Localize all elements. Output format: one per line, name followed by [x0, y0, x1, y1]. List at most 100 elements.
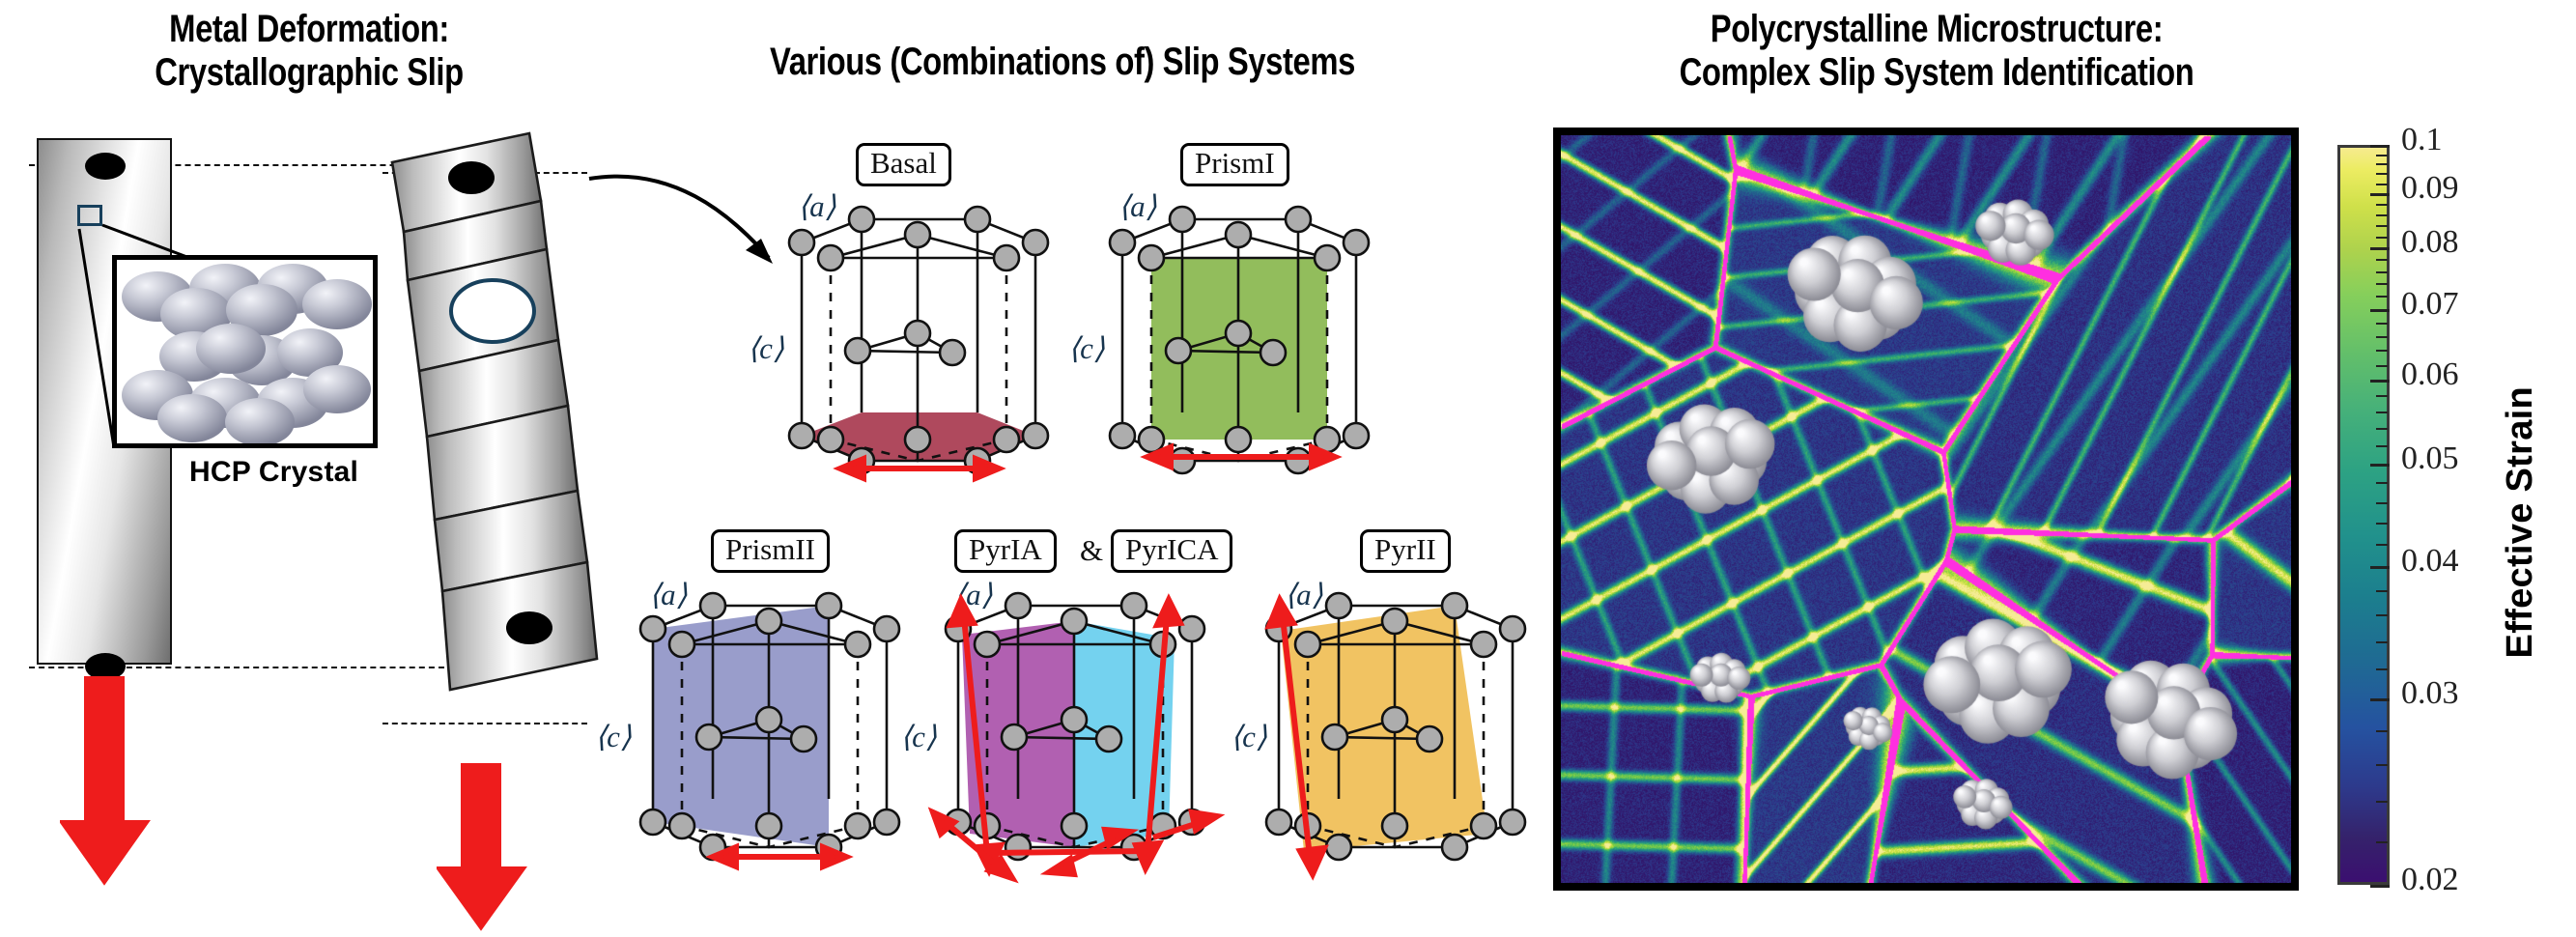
colorbar-tick-label: 0.02 [2401, 862, 2459, 897]
colorbar-minor-tick [2376, 350, 2388, 353]
colorbar-gradient [2337, 145, 2390, 885]
burgers-arrow-pyrII [1264, 593, 1329, 881]
colorbar-major-tick [2370, 380, 2390, 383]
panel-title-right: Polycrystalline Microstructure: Complex … [1608, 8, 2266, 95]
axis-label-c-basal: ⟨c⟩ [748, 331, 784, 365]
load-arrow-left [60, 676, 151, 886]
axis-label-a-prismII: ⟨a⟩ [649, 578, 688, 611]
colorbar-minor-tick [2376, 445, 2388, 448]
slip-label-prismI[interactable]: PrismI [1180, 143, 1289, 186]
colorbar-tick-label: 0.06 [2401, 356, 2459, 393]
effective-strain-map [1561, 135, 2291, 883]
burgers-arrow-prismII [705, 842, 854, 871]
slipped-rod [390, 131, 599, 692]
colorbar-minor-tick [2376, 163, 2388, 166]
colorbar-major-tick [2370, 308, 2390, 312]
hcp-crystal-label: HCP Crystal [189, 456, 359, 488]
colorbar-minor-tick [2376, 203, 2388, 206]
colorbar-minor-tick [2376, 840, 2388, 843]
colorbar-tick-label: 0.04 [2401, 543, 2459, 580]
unit-cell-pyrIA-pyrICA [927, 584, 1229, 903]
slip-label-pyrICA[interactable]: PyrICA [1111, 529, 1233, 573]
axis-label-c-pyrII: ⟨c⟩ [1231, 720, 1267, 753]
axis-label-a-basal: ⟨a⟩ [798, 189, 836, 223]
burgers-arrows-pyr [927, 593, 1226, 884]
title-right-line1: Polycrystalline Microstructure: [1710, 8, 2164, 50]
colorbar-minor-tick [2376, 522, 2388, 525]
colorbar-minor-tick [2376, 764, 2388, 767]
burgers-arrow-prismI [1140, 442, 1343, 471]
load-arrow-right [437, 763, 527, 931]
microstructure-image[interactable] [1553, 128, 2299, 891]
panel-title-middle: Various (Combinations of) Slip Systems [770, 41, 1355, 83]
colorbar-minor-tick [2376, 501, 2388, 504]
colorbar-minor-tick [2376, 729, 2388, 732]
colorbar-minor-tick [2376, 668, 2388, 671]
colorbar-major-tick [2370, 885, 2390, 888]
reference-line-top-left [29, 164, 444, 166]
unit-cell-pyrII [1250, 584, 1540, 903]
colorbar-tick-label: 0.1 [2401, 122, 2443, 157]
colorbar-minor-tick [2376, 589, 2388, 592]
unit-cell-prismI [1093, 198, 1383, 507]
colorbar-minor-tick [2376, 395, 2388, 398]
axis-label-c-prismII: ⟨c⟩ [595, 720, 632, 753]
slip-plane-pyrICA [1074, 621, 1175, 847]
colorbar-minor-tick [2376, 154, 2388, 156]
colorbar-tick-label: 0.08 [2401, 224, 2459, 261]
slip-label-conjunction: & [1080, 533, 1104, 567]
axis-label-c-prismI: ⟨c⟩ [1068, 331, 1105, 365]
slip-label-prismII[interactable]: PrismII [711, 529, 830, 573]
colorbar-tick-label: 0.09 [2401, 170, 2459, 207]
hcp-sphere-stack [122, 264, 372, 446]
axis-label-a-prismI: ⟨a⟩ [1118, 189, 1157, 223]
slip-label-basal[interactable]: Basal [856, 143, 951, 186]
colorbar: 0.1 0.09 0.08 0.07 0.06 0.05 0.04 0.03 0.02 Effe… [2337, 122, 2569, 908]
colorbar-tick-label: 0.05 [2401, 440, 2459, 476]
hcp-crystal-inset [112, 255, 378, 448]
slip-label-pyrII[interactable]: PyrII [1360, 529, 1451, 573]
slip-label-pyrIA[interactable]: PyrIA [954, 529, 1057, 573]
reference-line-bottom-left [29, 667, 444, 668]
unit-cell-basal [773, 198, 1062, 507]
colorbar-major-tick [2370, 463, 2390, 467]
colorbar-minor-tick [2376, 364, 2388, 367]
colorbar-minor-tick [2376, 614, 2388, 617]
slip-plane-prismII [653, 606, 829, 847]
colorbar-minor-tick [2376, 296, 2388, 298]
colorbar-minor-tick [2376, 236, 2388, 239]
callout-arrow [588, 174, 773, 264]
colorbar-title: Effective Strain [2500, 386, 2540, 659]
colorbar-major-tick [2370, 145, 2390, 148]
title-right-line2: Complex Slip System Identification [1679, 50, 2194, 94]
colorbar-minor-tick [2376, 640, 2388, 643]
colorbar-major-tick [2370, 698, 2390, 701]
colorbar-tick-label: 0.07 [2401, 285, 2459, 322]
colorbar-major-tick [2370, 566, 2390, 570]
rod-marker-top [85, 153, 126, 180]
unit-cell-prismII [624, 584, 914, 894]
colorbar-minor-tick [2376, 259, 2388, 262]
colorbar-major-tick [2370, 193, 2390, 197]
colorbar-major-tick [2370, 247, 2390, 251]
axis-label-c-pyrIA: ⟨c⟩ [900, 720, 937, 753]
title-left-line2: Crystallographic Slip [155, 50, 464, 94]
colorbar-minor-tick [2376, 482, 2388, 485]
reference-line-bottom-right [382, 723, 587, 724]
colorbar-minor-tick [2376, 543, 2388, 546]
burgers-arrow-basal [833, 454, 1006, 483]
colorbar-minor-tick [2376, 283, 2388, 286]
colorbar-minor-tick [2376, 225, 2388, 227]
colorbar-tick-label: 0.03 [2401, 675, 2459, 711]
colorbar-minor-tick [2376, 183, 2388, 185]
colorbar-minor-tick [2376, 173, 2388, 176]
colorbar-minor-tick [2376, 335, 2388, 338]
colorbar-minor-tick [2376, 412, 2388, 413]
colorbar-minor-tick [2376, 801, 2388, 804]
zoom-region-marker [77, 205, 102, 226]
colorbar-minor-tick [2376, 270, 2388, 273]
panel-title-left: Metal Deformation: Crystallographic Slip [56, 8, 563, 95]
colorbar-minor-tick [2376, 428, 2388, 431]
axis-label-a-pyrII: ⟨a⟩ [1285, 578, 1323, 611]
